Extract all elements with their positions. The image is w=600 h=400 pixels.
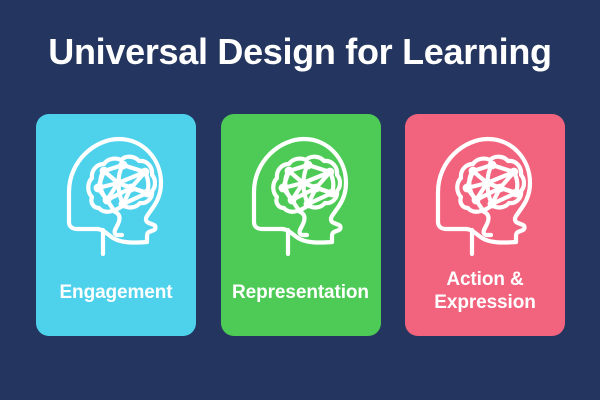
card-label-representation: Representation: [232, 282, 369, 303]
card-label-engagement: Engagement: [59, 282, 173, 303]
page-title: Universal Design for Learning: [48, 31, 552, 72]
card-engagement[interactable]: Engagement: [36, 114, 196, 336]
head-brain-network-icon: [435, 136, 533, 257]
udl-principles-card-row: Engagement: [36, 114, 565, 336]
card-action-expression[interactable]: Action & Expression: [405, 114, 565, 336]
head-brain-network-icon: [66, 136, 164, 257]
card-label-action-expression: Action & Expression: [434, 269, 536, 313]
head-brain-network-icon: [251, 136, 348, 257]
card-representation[interactable]: Representation: [220, 114, 381, 336]
